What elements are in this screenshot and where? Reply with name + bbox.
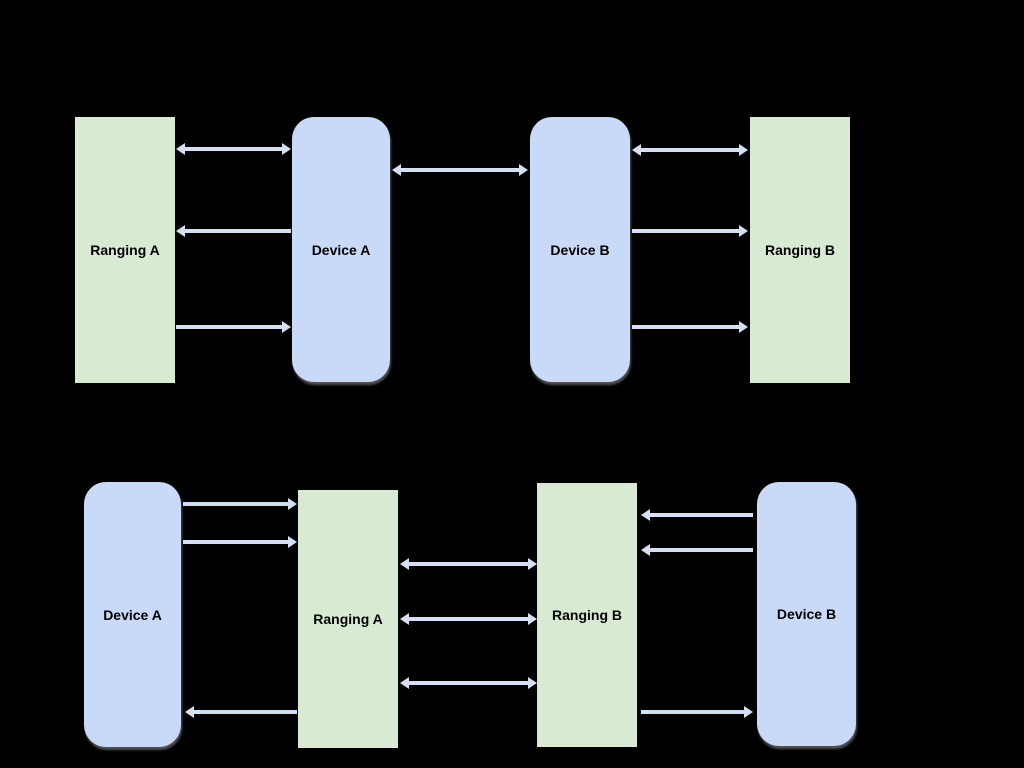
arrow-bottom-ranging-a-to-device-a [185, 706, 297, 718]
arrow-top-ranging-a-to-device-a [176, 321, 291, 333]
arrow-shaft [641, 148, 739, 152]
arrow-shaft [632, 325, 739, 329]
arrowhead-left-icon [176, 143, 185, 155]
arrow-shaft [409, 562, 528, 566]
arrow-bottom-ranging-a-ranging-b-bidir-2 [400, 613, 537, 625]
node-top-ranging-a: Ranging A [75, 117, 175, 383]
arrow-shaft [641, 710, 744, 714]
arrowhead-right-icon [282, 143, 291, 155]
arrow-shaft [632, 229, 739, 233]
arrow-shaft [185, 229, 291, 233]
arrowhead-left-icon [400, 558, 409, 570]
node-label-bottom-device-b: Device B [776, 606, 837, 622]
arrow-shaft [409, 617, 528, 621]
node-label-bottom-ranging-a: Ranging A [313, 611, 383, 627]
node-top-device-b: Device B [530, 117, 630, 382]
arrow-bottom-ranging-a-ranging-b-bidir-1 [400, 558, 537, 570]
arrowhead-right-icon [528, 613, 537, 625]
arrow-shaft [650, 513, 753, 517]
arrowhead-right-icon [528, 677, 537, 689]
arrow-shaft [194, 710, 297, 714]
arrowhead-right-icon [282, 321, 291, 333]
node-bottom-ranging-b: Ranging B [537, 483, 637, 747]
arrow-top-ranging-a-device-a-bidir [176, 143, 291, 155]
arrow-bottom-device-a-to-ranging-a-1 [183, 498, 297, 510]
arrow-shaft [401, 168, 519, 172]
node-top-device-a: Device A [292, 117, 390, 382]
arrow-top-device-b-to-ranging-b-1 [632, 225, 748, 237]
arrow-shaft [176, 325, 282, 329]
arrowhead-left-icon [632, 144, 641, 156]
arrowhead-right-icon [288, 498, 297, 510]
arrowhead-right-icon [519, 164, 528, 176]
arrow-top-device-b-to-ranging-b-2 [632, 321, 748, 333]
arrow-bottom-ranging-a-ranging-b-bidir-3 [400, 677, 537, 689]
arrowhead-left-icon [176, 225, 185, 237]
arrowhead-right-icon [739, 144, 748, 156]
arrow-top-device-a-device-b-bidir [392, 164, 528, 176]
arrow-shaft [183, 502, 288, 506]
arrowhead-right-icon [528, 558, 537, 570]
node-label-bottom-device-a: Device A [103, 606, 162, 623]
arrow-shaft [185, 147, 282, 151]
node-label-top-ranging-b: Ranging B [765, 242, 835, 258]
arrowhead-left-icon [392, 164, 401, 176]
arrowhead-left-icon [641, 509, 650, 521]
arrowhead-right-icon [739, 321, 748, 333]
arrow-shaft [183, 540, 288, 544]
arrow-top-device-b-ranging-b-bidir [632, 144, 748, 156]
arrowhead-right-icon [744, 706, 753, 718]
arrowhead-left-icon [400, 613, 409, 625]
arrowhead-left-icon [400, 677, 409, 689]
node-label-bottom-ranging-b: Ranging B [552, 607, 622, 623]
arrow-top-device-a-to-ranging-a [176, 225, 291, 237]
arrowhead-right-icon [739, 225, 748, 237]
arrowhead-left-icon [641, 544, 650, 556]
node-bottom-ranging-a: Ranging A [298, 490, 398, 748]
arrow-bottom-device-b-to-ranging-b-1 [641, 509, 753, 521]
arrow-shaft [650, 548, 753, 552]
arrow-shaft [409, 681, 528, 685]
node-label-top-device-a: Device A [311, 241, 371, 258]
arrow-bottom-device-b-to-ranging-b-2 [641, 544, 753, 556]
node-top-ranging-b: Ranging B [750, 117, 850, 383]
node-bottom-device-b: Device B [757, 482, 856, 746]
arrow-bottom-device-a-to-ranging-a-2 [183, 536, 297, 548]
node-label-top-ranging-a: Ranging A [90, 242, 160, 258]
arrowhead-right-icon [288, 536, 297, 548]
node-bottom-device-a: Device A [84, 482, 181, 747]
arrowhead-left-icon [185, 706, 194, 718]
arrow-bottom-ranging-b-to-device-b [641, 706, 753, 718]
node-label-top-device-b: Device B [550, 241, 610, 258]
